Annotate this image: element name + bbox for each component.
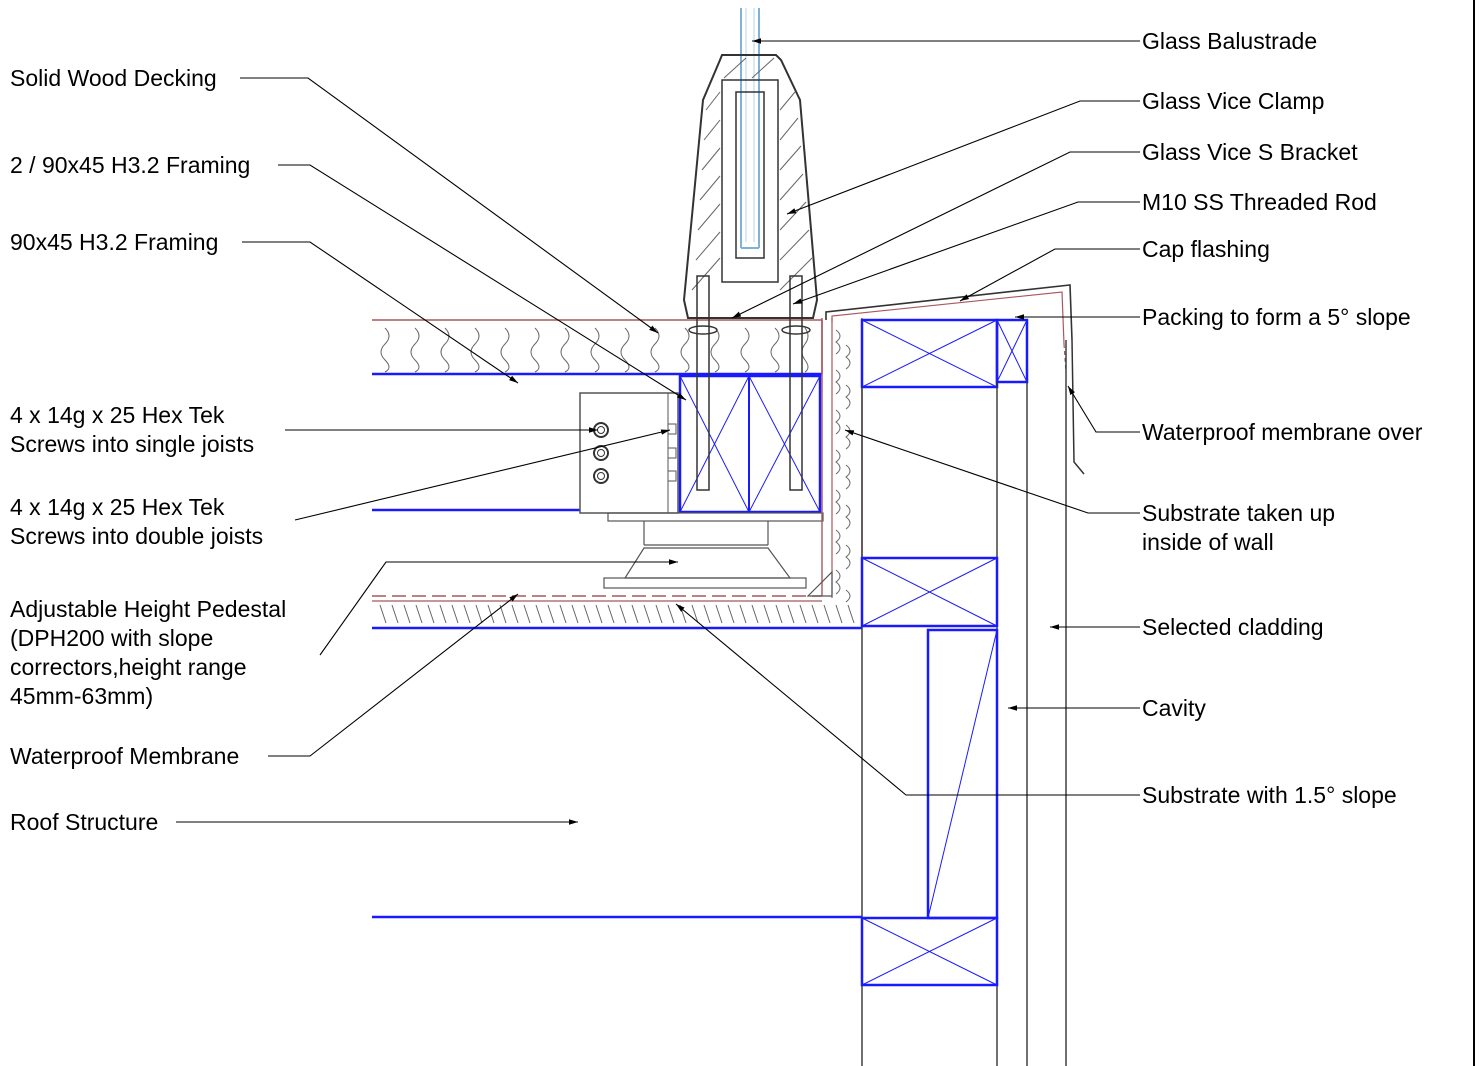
label-packing-slope: Packing to form a 5° slope bbox=[1142, 304, 1411, 330]
wall-lines bbox=[861, 340, 1067, 1066]
label-line: 90x45 H3.2 Framing bbox=[10, 229, 218, 255]
label-line: Glass Vice S Bracket bbox=[1142, 139, 1358, 165]
label-line: 45mm-63mm) bbox=[10, 683, 153, 709]
label-line: Solid Wood Decking bbox=[10, 65, 217, 91]
right-labels: Glass Balustrade Glass Vice Clamp Glass … bbox=[1142, 28, 1423, 808]
label-glass-vice-clamp: Glass Vice Clamp bbox=[1142, 88, 1324, 114]
label-line: M10 SS Threaded Rod bbox=[1142, 189, 1377, 215]
label-line: Cap flashing bbox=[1142, 236, 1270, 262]
label-line: 4 x 14g x 25 Hex Tek bbox=[10, 494, 225, 520]
label-roof-structure: Roof Structure bbox=[10, 809, 158, 835]
label-line: Waterproof Membrane bbox=[10, 743, 239, 769]
label-line: Roof Structure bbox=[10, 809, 158, 835]
label-cavity: Cavity bbox=[1142, 695, 1206, 721]
glass-balustrade bbox=[740, 8, 760, 249]
label-line: Waterproof membrane over bbox=[1142, 419, 1423, 445]
label-line: (DPH200 with slope bbox=[10, 625, 213, 651]
label-adjustable-pedestal: Adjustable Height Pedestal (DPH200 with s… bbox=[10, 596, 286, 709]
label-line: Glass Vice Clamp bbox=[1142, 88, 1324, 114]
glass-vice-clamp bbox=[682, 54, 819, 319]
substrate-upstand bbox=[806, 318, 863, 628]
adjustable-pedestal bbox=[603, 512, 824, 589]
left-labels: Solid Wood Decking 2 / 90x45 H3.2 Framin… bbox=[10, 65, 286, 835]
label-line: Cavity bbox=[1142, 695, 1206, 721]
label-line: Screws into double joists bbox=[10, 523, 263, 549]
label-line: correctors,height range bbox=[10, 654, 247, 680]
label-single-framing: 90x45 H3.2 Framing bbox=[10, 229, 218, 255]
label-selected-cladding: Selected cladding bbox=[1142, 614, 1324, 640]
solid-wood-decking bbox=[372, 319, 823, 376]
threaded-rods bbox=[688, 275, 811, 491]
label-line: Glass Balustrade bbox=[1142, 28, 1317, 54]
label-line: Substrate with 1.5° slope bbox=[1142, 782, 1397, 808]
label-waterproof-membrane-over: Waterproof membrane over bbox=[1142, 419, 1423, 445]
label-cap-flashing: Cap flashing bbox=[1142, 236, 1270, 262]
label-line: Adjustable Height Pedestal bbox=[10, 596, 286, 622]
wall-stud bbox=[926, 628, 999, 920]
label-line: Substrate taken up bbox=[1142, 500, 1335, 526]
label-line: 4 x 14g x 25 Hex Tek bbox=[10, 402, 225, 428]
label-line: Selected cladding bbox=[1142, 614, 1324, 640]
cap-flashing bbox=[825, 284, 1085, 475]
label-line: Packing to form a 5° slope bbox=[1142, 304, 1411, 330]
label-line: inside of wall bbox=[1142, 529, 1274, 555]
substrate-floor bbox=[372, 595, 862, 630]
label-glass-balustrade: Glass Balustrade bbox=[1142, 28, 1317, 54]
double-joist-framing bbox=[678, 374, 822, 514]
wall-nog bbox=[860, 556, 999, 628]
label-waterproof-membrane: Waterproof Membrane bbox=[10, 743, 239, 769]
leader-lines bbox=[176, 38, 1140, 825]
wall-top-plate bbox=[860, 318, 1029, 389]
label-double-framing: 2 / 90x45 H3.2 Framing bbox=[10, 152, 250, 178]
label-substrate-up-wall: Substrate taken up inside of wall bbox=[1142, 500, 1335, 555]
label-solid-wood-decking: Solid Wood Decking bbox=[10, 65, 217, 91]
label-substrate-slope: Substrate with 1.5° slope bbox=[1142, 782, 1397, 808]
label-line: 2 / 90x45 H3.2 Framing bbox=[10, 152, 250, 178]
label-line: Screws into single joists bbox=[10, 431, 254, 457]
label-glass-vice-s-bracket: Glass Vice S Bracket bbox=[1142, 139, 1358, 165]
wall-bottom-plate bbox=[860, 916, 999, 987]
label-threaded-rod: M10 SS Threaded Rod bbox=[1142, 189, 1377, 215]
s-bracket bbox=[579, 392, 679, 514]
